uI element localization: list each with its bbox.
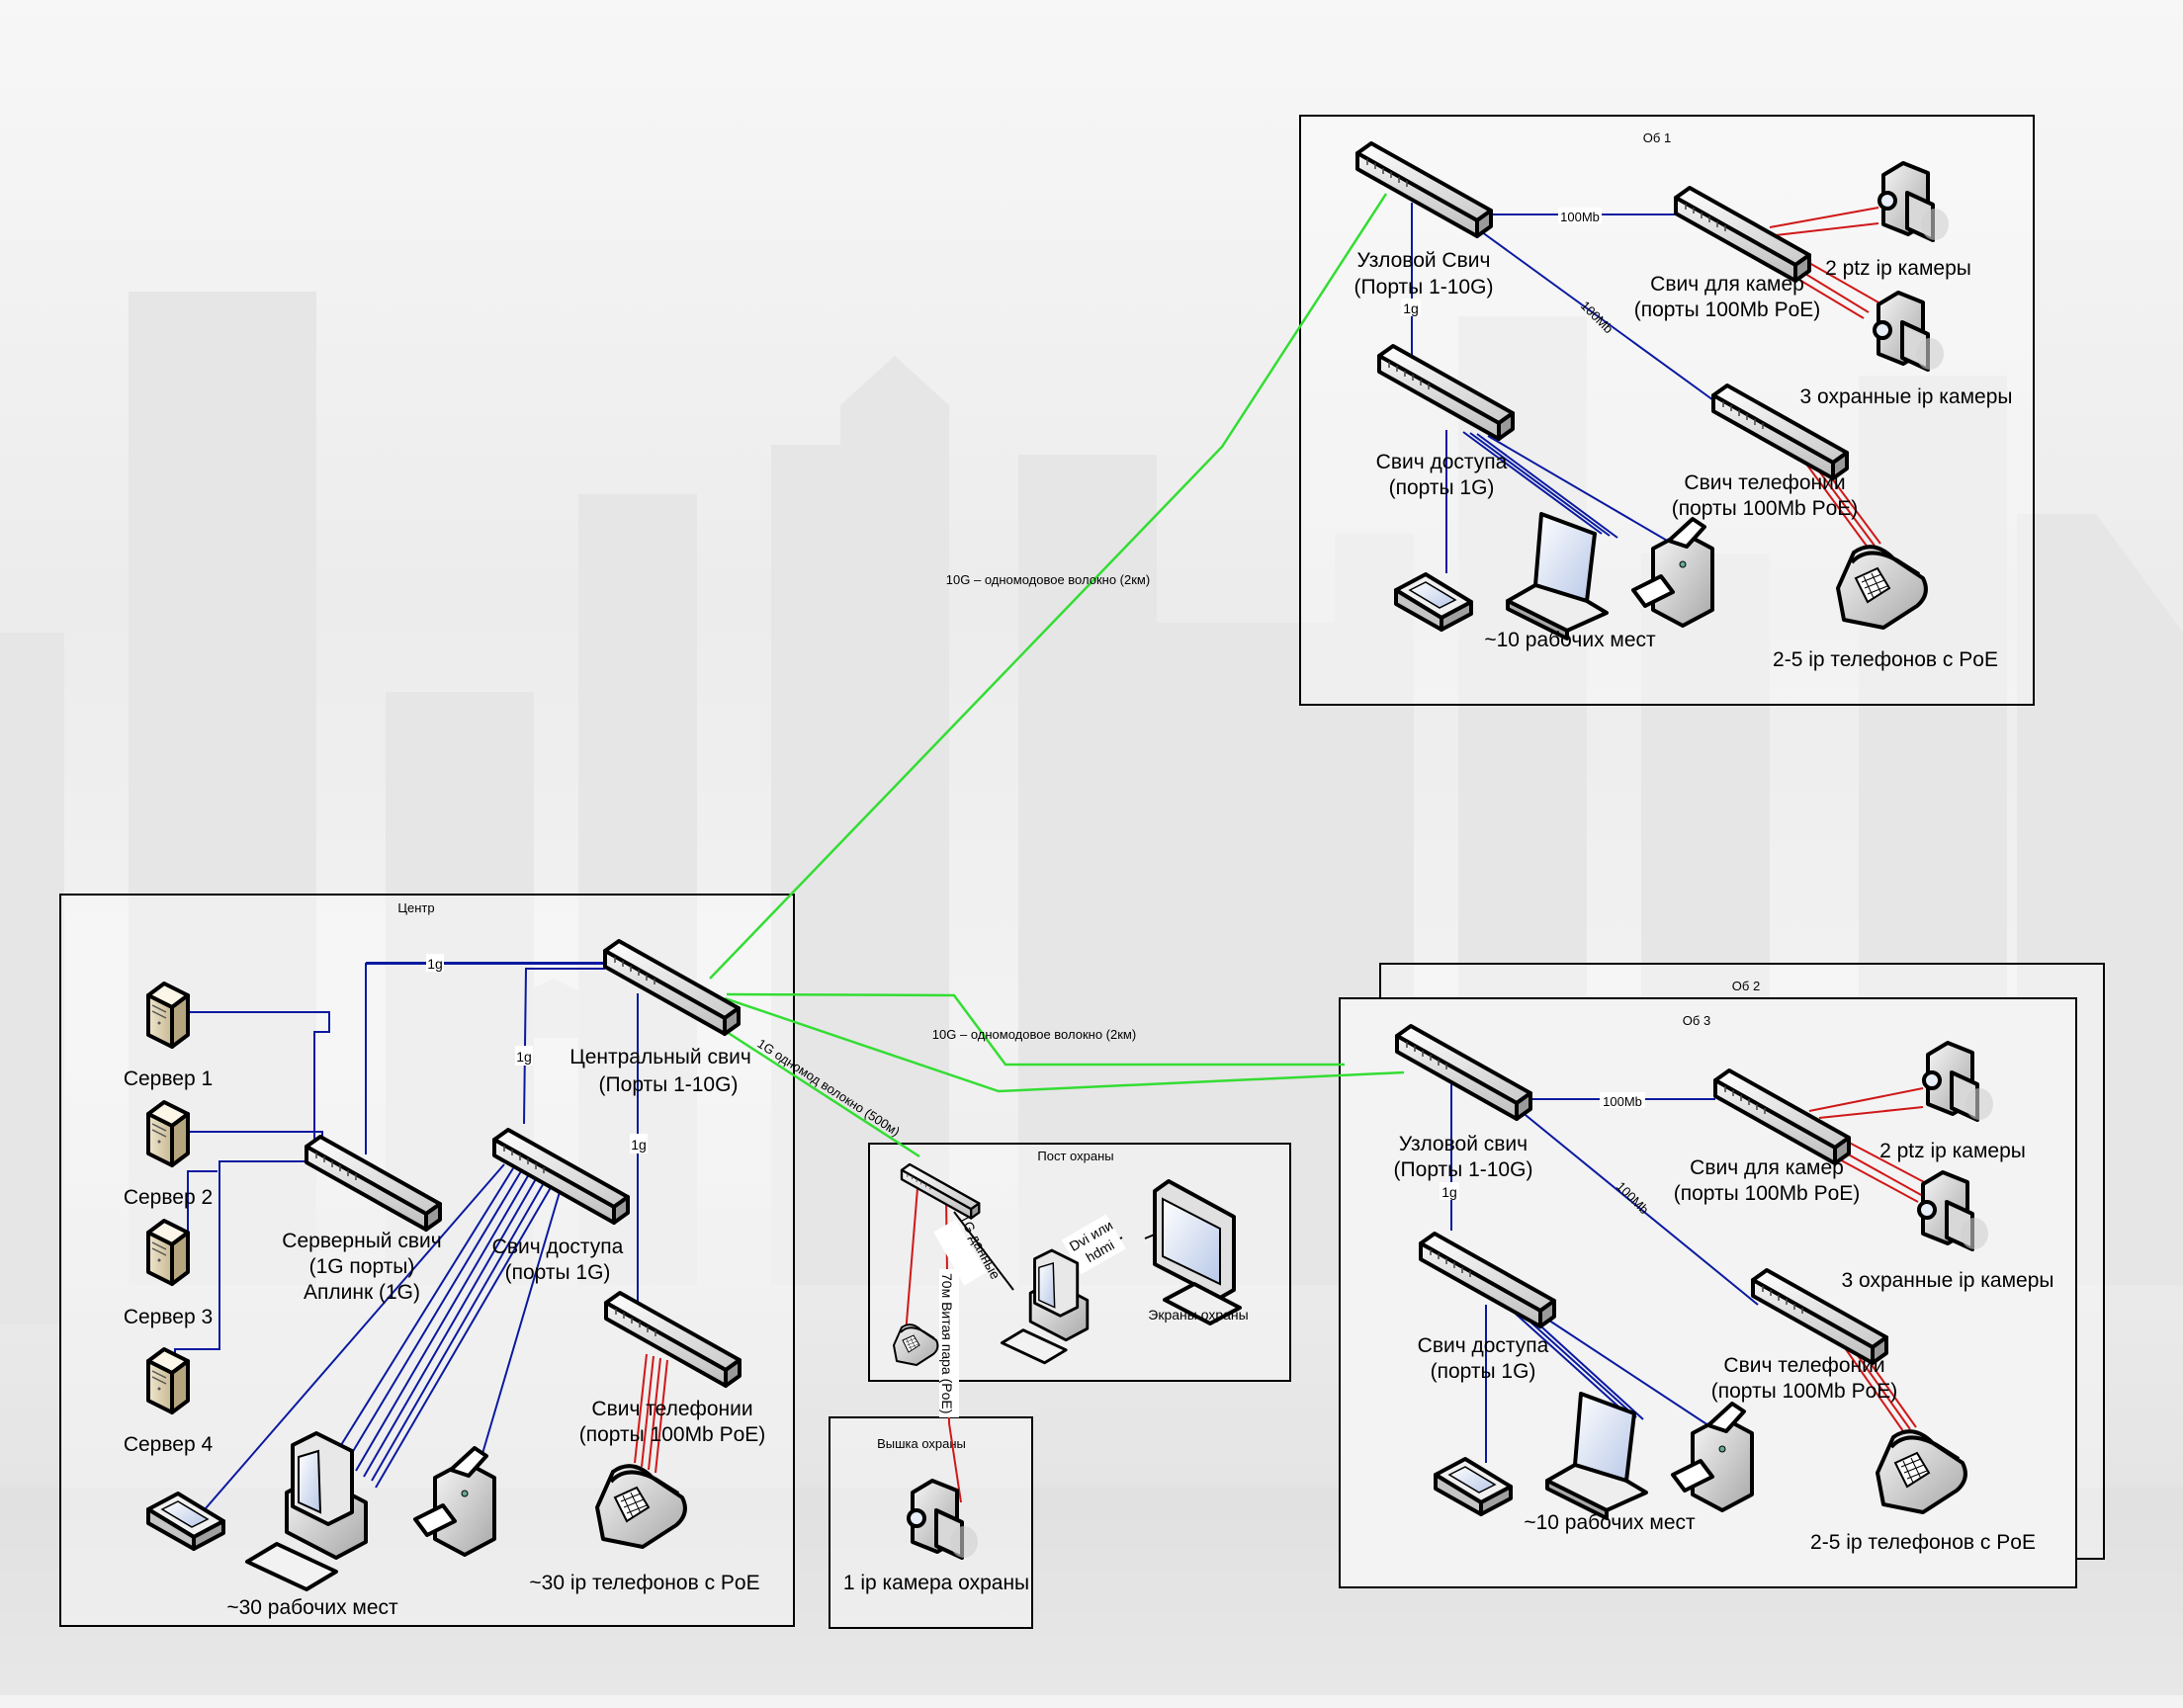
fiber-label-ob23: 10G – одномодовое волокно (2км) bbox=[932, 1027, 1136, 1042]
ob3-camera-switch-label-1: Свич для камер bbox=[1690, 1156, 1844, 1179]
server-switch-label-3: Аплинк (1G) bbox=[304, 1281, 420, 1304]
fiber-link-ob2 bbox=[726, 992, 1345, 1067]
ob1-link-label-cam: 100Mb bbox=[1558, 208, 1602, 224]
server-switch-label-1: Серверный свич bbox=[282, 1230, 441, 1252]
tower-camera-label: 1 ip камера охраны bbox=[843, 1572, 1029, 1594]
central-switch-label-2: (Порты 1-10G) bbox=[599, 1073, 739, 1096]
ob3-access-switch-label-2: (порты 1G) bbox=[1431, 1360, 1536, 1383]
server-label-1: Сервер 1 bbox=[124, 1068, 213, 1090]
ob3-camera-switch-label-2: (порты 100Mb PoE) bbox=[1674, 1182, 1861, 1205]
ob3-telephony-switch-label-1: Свич телефонии bbox=[1723, 1354, 1884, 1377]
svg-text:1g: 1g bbox=[1441, 1184, 1457, 1200]
svg-text:1g: 1g bbox=[427, 956, 443, 972]
telephony-switch-label-2: (порты 100Mb PoE) bbox=[579, 1423, 766, 1446]
central-switch-label-1: Центральный свич bbox=[569, 1046, 751, 1068]
ob1-telephony-switch-label-2: (порты 100Mb PoE) bbox=[1672, 497, 1859, 520]
tower-devices: 1 ip камера охраны bbox=[843, 1479, 1029, 1594]
server-label-2: Сервер 2 bbox=[124, 1186, 213, 1209]
server-icon-4[interactable] bbox=[146, 1347, 190, 1414]
guard-data-label-bg bbox=[933, 1219, 987, 1286]
center-links: 1g 1g 1g bbox=[174, 954, 668, 1509]
server-switch-label-2: (1G порты) bbox=[309, 1255, 415, 1278]
svg-text:1g: 1g bbox=[516, 1049, 532, 1065]
server-label-3: Сервер 3 bbox=[124, 1306, 213, 1328]
server-icon-3[interactable] bbox=[146, 1219, 190, 1286]
server-label-4: Сервер 4 bbox=[124, 1433, 214, 1456]
center-workstations-label: ~30 рабочих мест bbox=[226, 1596, 398, 1619]
ob1-workstations-label: ~10 рабочих мест bbox=[1484, 629, 1656, 651]
ob1-node-switch-label-2: (Порты 1-10G) bbox=[1354, 276, 1494, 299]
guard-video-label: Dvi или hdmi bbox=[1061, 1214, 1126, 1275]
ob3-telephony-switch-label-2: (порты 100Mb PoE) bbox=[1711, 1380, 1898, 1403]
ob1-link-label-access: 1g bbox=[1401, 299, 1421, 316]
telephony-switch-label-1: Свич телефонии bbox=[591, 1398, 752, 1420]
server-icon-1[interactable] bbox=[146, 982, 190, 1049]
ob1-phones-label: 2-5 ip телефонов с PoE bbox=[1773, 648, 1998, 671]
ob1-node-switch-label-1: Узловой Свич bbox=[1357, 249, 1491, 272]
ob3-access-switch-label-1: Свич доступа bbox=[1418, 1334, 1549, 1357]
fiber-link-ob3 bbox=[724, 996, 1405, 1093]
access-switch-label-2: (порты 1G) bbox=[505, 1261, 611, 1284]
ob3-link-label-cam: 100Mb bbox=[1600, 1092, 1645, 1109]
svg-text:70м Витая пара (PoE): 70м Витая пара (PoE) bbox=[939, 1273, 955, 1413]
ob3-devices: Узловой свич (Порты 1-10G) Свич для каме… bbox=[1394, 1024, 2054, 1554]
guard-screens-label: Экраны охраны bbox=[1148, 1307, 1248, 1323]
svg-text:100Mb: 100Mb bbox=[1560, 210, 1600, 224]
zone-guard-post-label: Пост охраны bbox=[1037, 1149, 1113, 1163]
guard-post-devices: Экраны охраны bbox=[893, 1162, 1249, 1366]
center-devices: Сервер 1 Сервер 2 Сервер 3 Сервер 4 Серв… bbox=[124, 939, 766, 1619]
svg-text:1g: 1g bbox=[1403, 300, 1419, 316]
ob1-devices: Узловой Свич (Порты 1-10G) Свич для каме… bbox=[1354, 141, 2013, 671]
ob3-link-label-access: 1g bbox=[1440, 1182, 1459, 1200]
ob3-workstations-label: ~10 рабочих мест bbox=[1524, 1511, 1696, 1534]
fiber-label-ob1: 10G – одномодовое волокно (2км) bbox=[946, 572, 1150, 587]
ob3-node-switch-label-1: Узловой свич bbox=[1399, 1133, 1528, 1155]
fiber-link-guard bbox=[726, 1030, 920, 1158]
center-link-label-3: 1g bbox=[630, 1134, 648, 1153]
zone-ob1-label: Об 1 bbox=[1643, 130, 1671, 145]
svg-text:1g: 1g bbox=[631, 1137, 647, 1153]
ob1-camera-switch-label-2: (порты 100Mb PoE) bbox=[1634, 299, 1821, 321]
zone-tower-label: Вышка охраны bbox=[877, 1436, 966, 1451]
access-switch-label-1: Свич доступа bbox=[492, 1236, 624, 1258]
svg-text:100Mb: 100Mb bbox=[1603, 1094, 1642, 1109]
ob1-access-switch-label-1: Свич доступа bbox=[1376, 451, 1508, 473]
zone-ob2-label: Об 2 bbox=[1732, 979, 1760, 993]
center-link-label-1: 1g bbox=[426, 954, 444, 972]
center-link-label-2: 1g bbox=[515, 1046, 533, 1066]
ob3-security-cameras-label: 3 охранные ip камеры bbox=[1841, 1269, 2053, 1292]
server-icon-2[interactable] bbox=[146, 1100, 190, 1167]
ob1-camera-switch-label-1: Свич для камер bbox=[1650, 273, 1804, 296]
fiber-link-ob1 bbox=[709, 193, 1388, 980]
ob3-ptz-label: 2 ptz ip камеры bbox=[1879, 1140, 2026, 1162]
center-phones-label: ~30 ip телефонов с PoE bbox=[529, 1572, 759, 1594]
ob1-security-cameras-label: 3 охранные ip камеры bbox=[1799, 385, 2012, 408]
ob1-telephony-switch-label-1: Свич телефонии bbox=[1684, 471, 1845, 494]
ob1-ptz-label: 2 ptz ip камеры bbox=[1825, 257, 1971, 280]
ob3-node-switch-label-2: (Порты 1-10G) bbox=[1394, 1158, 1533, 1181]
twisted-pair-label: 70м Витая пара (PoE) bbox=[939, 1269, 959, 1417]
zone-ob3-label: Об 3 bbox=[1683, 1013, 1710, 1028]
ob3-phones-label: 2-5 ip телефонов с PoE bbox=[1810, 1531, 2036, 1554]
ob1-access-switch-label-2: (порты 1G) bbox=[1389, 476, 1495, 499]
zone-center-label: Центр bbox=[397, 900, 434, 915]
